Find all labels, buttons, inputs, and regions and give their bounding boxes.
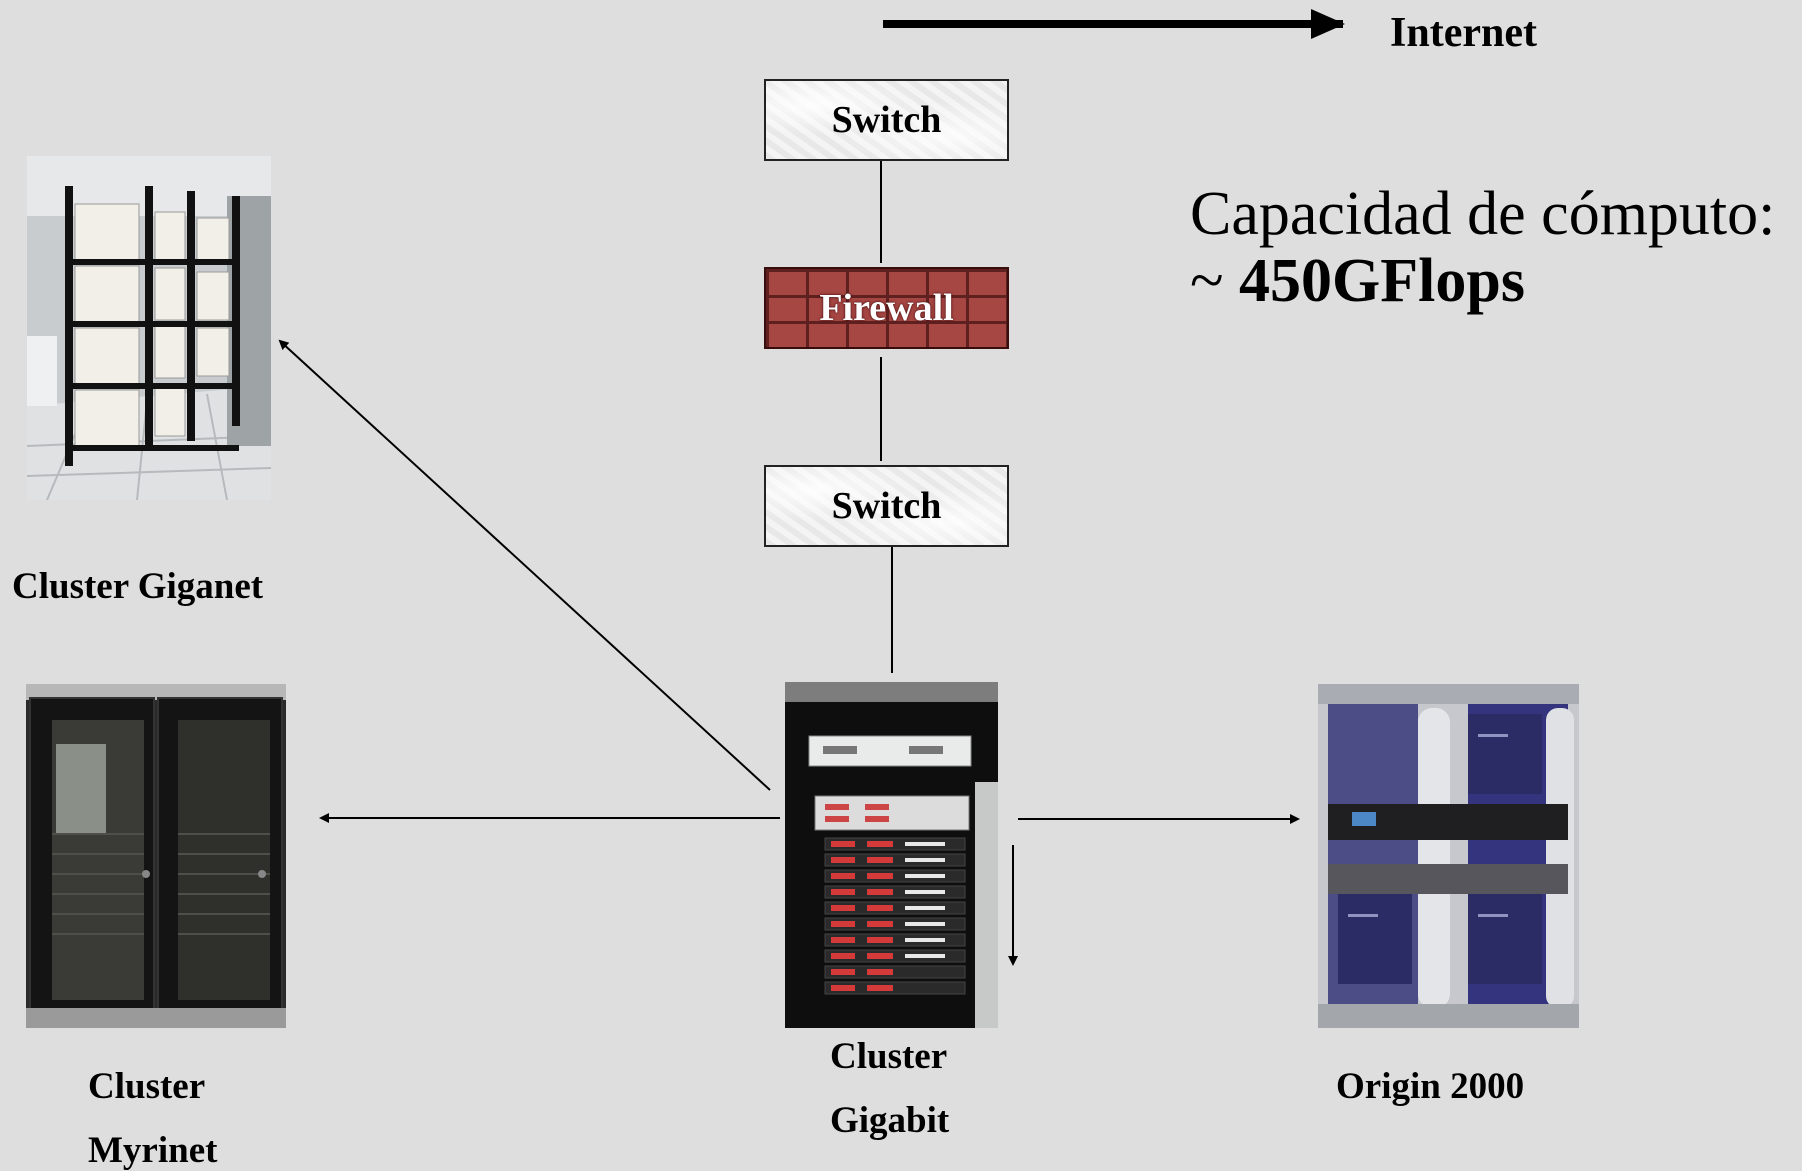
switch-top: Switch [764,79,1009,161]
cluster-giganet-photo [27,156,271,500]
cluster-gigabit-label-2: Gigabit [830,1100,950,1141]
arrow-to-giganet [278,339,771,791]
internet-label: Internet [1390,10,1537,56]
firewall-box: Firewall [764,267,1009,349]
cluster-myrinet-label-1: Cluster [88,1066,206,1107]
cluster-myrinet-photo [26,684,286,1028]
cluster-giganet-label: Cluster Giganet [12,566,264,607]
cluster-gigabit-photo [785,682,998,1028]
capacity-heading: Capacidad de cómputo: [1190,180,1776,248]
capacity-value: ~ 450GFlops [1190,250,1525,312]
switch-bottom: Switch [764,465,1009,547]
cluster-myrinet-label-2: Myrinet [88,1130,218,1171]
origin-2000-label: Origin 2000 [1336,1066,1525,1107]
capacity-number: 450GFlops [1239,247,1525,315]
switch-bottom-label: Switch [831,485,942,527]
switch-top-label: Switch [831,99,942,141]
cluster-gigabit-label-1: Cluster [830,1036,948,1077]
firewall-label: Firewall [819,287,954,329]
origin-2000-photo [1318,684,1579,1028]
capacity-tilde: ~ [1190,247,1224,315]
